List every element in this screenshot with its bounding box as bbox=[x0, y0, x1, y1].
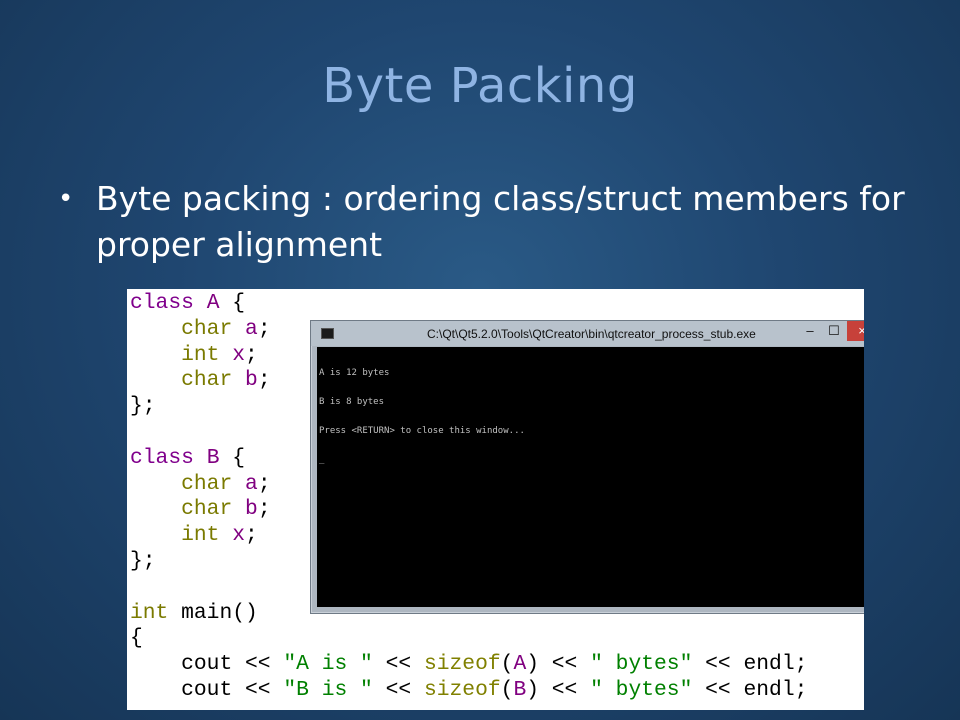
code-line: }; bbox=[130, 394, 807, 420]
code-token: " bytes" bbox=[590, 652, 693, 677]
code-token: ; bbox=[245, 523, 258, 548]
console-line: Press <RETURN> to close this window... bbox=[319, 425, 525, 436]
code-token bbox=[130, 343, 181, 367]
code-token: main() bbox=[168, 600, 258, 625]
console-app-icon bbox=[321, 328, 334, 339]
code-token: class bbox=[130, 445, 207, 470]
code-token: int bbox=[181, 342, 220, 367]
code-token: class bbox=[130, 291, 207, 315]
code-token: << bbox=[372, 677, 424, 702]
code-token bbox=[130, 497, 181, 521]
code-line: char b; bbox=[130, 497, 807, 523]
code-line: int main() bbox=[130, 601, 807, 627]
code-token: a bbox=[245, 471, 258, 496]
code-token: char bbox=[181, 316, 233, 341]
code-token: << endl; bbox=[692, 652, 808, 677]
code-token: " bytes" bbox=[590, 677, 693, 702]
code-token: "A is " bbox=[283, 652, 373, 677]
code-token: << endl; bbox=[692, 677, 808, 702]
code-token: ) << bbox=[526, 652, 591, 677]
slide-title: Byte Packing bbox=[322, 58, 638, 114]
code-line: char b; bbox=[130, 368, 807, 394]
code-line: int x; bbox=[130, 523, 807, 549]
console-line: B is 8 bytes bbox=[319, 396, 385, 407]
code-line: cout << "A is " << sizeof(A) << " bytes"… bbox=[130, 652, 807, 678]
minimize-button[interactable]: – bbox=[806, 323, 814, 338]
code-token: char bbox=[181, 471, 233, 496]
code-token bbox=[130, 523, 181, 547]
code-token: x bbox=[232, 523, 246, 548]
code-token: B bbox=[513, 677, 527, 702]
code-token: b bbox=[245, 497, 258, 522]
code-token: cout << bbox=[130, 677, 284, 702]
code-token: ( bbox=[500, 677, 514, 702]
code-line: class B { bbox=[130, 446, 807, 472]
code-token: { bbox=[219, 291, 246, 315]
code-token bbox=[219, 343, 232, 367]
code-token bbox=[130, 368, 181, 392]
code-token: A bbox=[513, 652, 527, 677]
bullet-point: • Byte packing : ordering class/struct m… bbox=[58, 176, 918, 268]
console-titlebar[interactable]: C:\Qt\Qt5.2.0\Tools\QtCreator\bin\qtcrea… bbox=[311, 321, 864, 346]
code-line: { bbox=[130, 626, 807, 652]
code-token: ( bbox=[500, 652, 514, 677]
console-window[interactable]: C:\Qt\Qt5.2.0\Tools\QtCreator\bin\qtcrea… bbox=[310, 320, 864, 614]
code-token: ; bbox=[257, 316, 271, 341]
code-token: << bbox=[372, 652, 424, 677]
code-token: B bbox=[206, 445, 220, 470]
bullet-dot-icon: • bbox=[58, 184, 74, 214]
code-line: char a; bbox=[130, 317, 807, 343]
code-token bbox=[232, 472, 245, 496]
code-line: }; bbox=[130, 549, 807, 575]
code-token: a bbox=[245, 316, 258, 341]
code-token: }; bbox=[130, 394, 156, 419]
maximize-button[interactable]: ☐ bbox=[828, 323, 840, 338]
code-token: sizeof bbox=[423, 652, 501, 677]
close-button[interactable]: × bbox=[847, 321, 864, 341]
bullet-text: Byte packing : ordering class/struct mem… bbox=[96, 179, 905, 264]
code-listing: class A { char a; int x; char b;}; class … bbox=[130, 291, 807, 704]
code-token: cout << bbox=[130, 652, 284, 677]
code-token: int bbox=[181, 523, 220, 548]
code-token: sizeof bbox=[423, 677, 501, 702]
code-token bbox=[130, 317, 181, 341]
console-output[interactable]: A is 12 bytes B is 8 bytes Press <RETURN… bbox=[317, 347, 864, 607]
code-line: int x; bbox=[130, 343, 807, 369]
code-token: char bbox=[181, 497, 233, 522]
console-title: C:\Qt\Qt5.2.0\Tools\QtCreator\bin\qtcrea… bbox=[427, 327, 756, 341]
code-token bbox=[232, 368, 245, 392]
code-token: ) << bbox=[526, 677, 591, 702]
code-line: class A { bbox=[130, 291, 807, 317]
code-token: x bbox=[232, 342, 246, 367]
code-token: { bbox=[130, 626, 143, 651]
code-token: { bbox=[219, 445, 246, 470]
code-token bbox=[232, 317, 245, 341]
code-token: ; bbox=[257, 497, 271, 522]
console-line: A is 12 bytes bbox=[319, 368, 390, 379]
code-token: ; bbox=[245, 342, 258, 367]
code-token bbox=[232, 497, 245, 521]
code-token: "B is " bbox=[283, 677, 373, 702]
code-line: char a; bbox=[130, 472, 807, 498]
code-token: A bbox=[206, 291, 220, 315]
code-token: b bbox=[245, 368, 258, 393]
code-token: ; bbox=[257, 368, 271, 393]
code-line: cout << "B is " << sizeof(B) << " bytes"… bbox=[130, 678, 807, 704]
embedded-screenshot: class A { char a; int x; char b;}; class … bbox=[127, 289, 864, 710]
code-token: }; bbox=[130, 548, 156, 573]
console-cursor: _ bbox=[319, 454, 325, 465]
code-token: ; bbox=[257, 471, 271, 496]
code-token: char bbox=[181, 368, 233, 393]
code-token bbox=[219, 523, 232, 547]
code-token: int bbox=[130, 600, 169, 625]
code-token bbox=[130, 472, 181, 496]
